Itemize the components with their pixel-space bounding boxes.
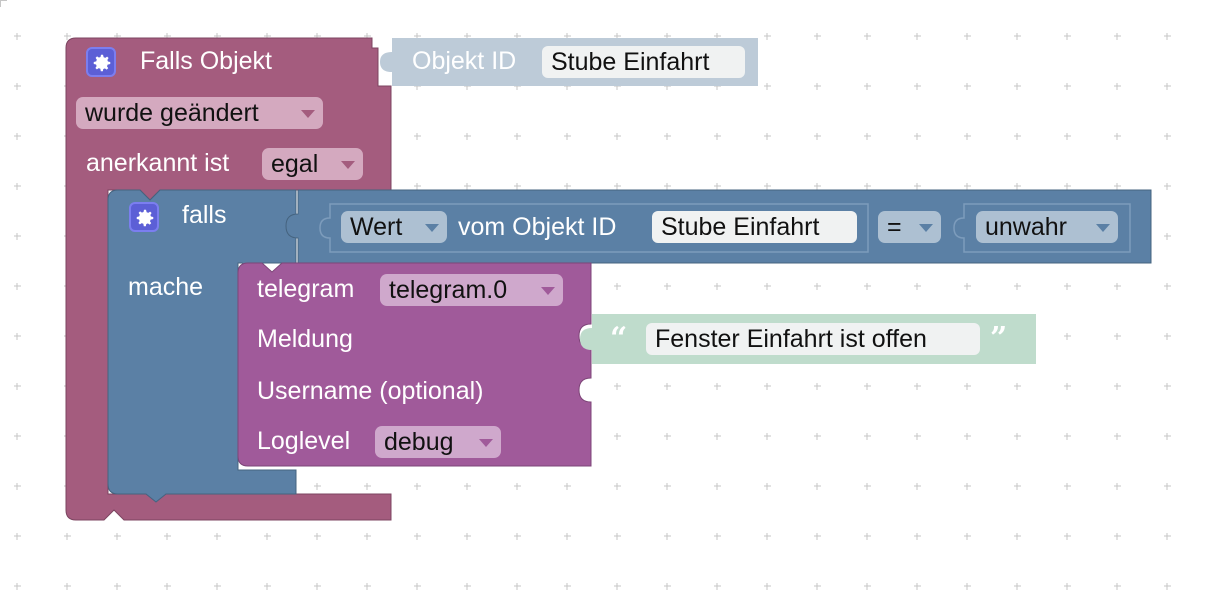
ack-label: anerkannt ist xyxy=(86,149,230,177)
of-object-label: vom Objekt ID xyxy=(458,213,617,241)
message-text-field[interactable]: Fenster Einfahrt ist offen xyxy=(646,323,980,355)
chevron-down-icon xyxy=(1096,224,1110,232)
telegram-block-body xyxy=(237,262,592,467)
ack-value: egal xyxy=(271,150,319,178)
event-gear-icon[interactable] xyxy=(86,47,116,77)
gear-icon xyxy=(93,54,111,72)
chevron-down-icon xyxy=(341,161,355,169)
chevron-down-icon xyxy=(919,224,933,232)
close-quote-icon: ” xyxy=(990,321,1008,356)
event-block-title: Falls Objekt xyxy=(140,47,272,75)
property-value: Wert xyxy=(350,213,403,241)
change-mode-value: wurde geändert xyxy=(85,99,259,127)
operator-dropdown[interactable]: = xyxy=(878,211,941,243)
loglevel-value: debug xyxy=(384,428,454,456)
message-text-value: Fenster Einfahrt ist offen xyxy=(655,325,927,353)
loglevel-dropdown[interactable]: debug xyxy=(375,426,501,458)
if-label: falls xyxy=(182,201,227,229)
chevron-down-icon xyxy=(425,224,439,232)
chevron-down-icon xyxy=(301,110,315,118)
open-quote-icon: “ xyxy=(610,321,628,356)
gear-icon xyxy=(136,209,154,227)
loglevel-label: Loglevel xyxy=(257,427,351,455)
chevron-down-icon xyxy=(479,439,493,447)
do-label: mache xyxy=(128,273,204,301)
compare-value: unwahr xyxy=(985,213,1067,241)
object-id-value: Stube Einfahrt xyxy=(551,48,710,76)
condition-object-id-value: Stube Einfahrt xyxy=(661,213,820,241)
message-label: Meldung xyxy=(257,325,353,353)
instance-dropdown[interactable]: telegram.0 xyxy=(380,274,563,306)
property-dropdown[interactable]: Wert xyxy=(341,211,447,243)
username-label: Username (optional) xyxy=(257,377,484,405)
telegram-label: telegram xyxy=(257,275,355,303)
chevron-down-icon xyxy=(541,287,555,295)
condition-object-id-field[interactable]: Stube Einfahrt xyxy=(652,211,857,243)
operator-value: = xyxy=(887,213,902,241)
compare-value-dropdown[interactable]: unwahr xyxy=(976,211,1118,243)
if-gear-icon[interactable] xyxy=(129,202,159,232)
object-id-field[interactable]: Stube Einfahrt xyxy=(542,46,745,78)
ack-dropdown[interactable]: egal xyxy=(262,148,363,180)
object-id-label: Objekt ID xyxy=(412,47,517,75)
instance-value: telegram.0 xyxy=(389,276,508,304)
change-mode-dropdown[interactable]: wurde geändert xyxy=(76,97,323,129)
